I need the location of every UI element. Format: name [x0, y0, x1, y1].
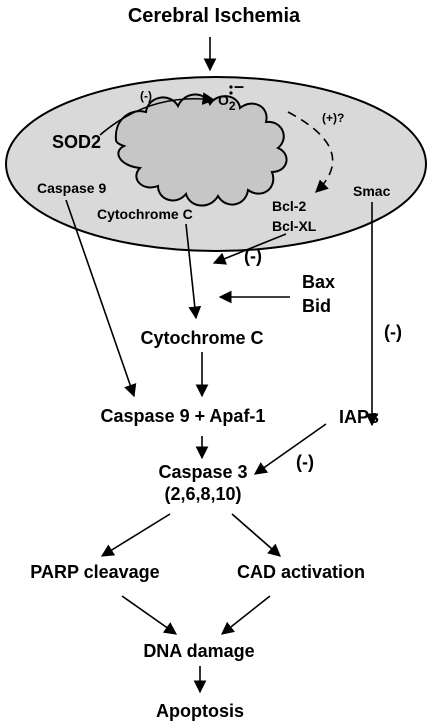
iaps-to-caspase3-arrow	[253, 423, 327, 475]
caspase3-to-cad-arrow	[231, 513, 281, 557]
sod2-to-o2-arrow	[99, 92, 216, 136]
bax-label: Bax	[302, 272, 335, 292]
smac-label: Smac	[353, 183, 391, 199]
bid-label: Bid	[302, 296, 331, 316]
caspase9-apaf1-label: Caspase 9 + Apaf-1	[101, 406, 266, 426]
parp-to-dna-arrow	[121, 595, 178, 635]
superoxide-radical-dot	[229, 85, 233, 89]
cytochrome-c-mito-label: Cytochrome C	[97, 206, 193, 222]
smac-inhibit-label: (-)	[384, 322, 402, 342]
bcl-inhibit-label: (-)	[244, 246, 262, 266]
caspase9-mito-label: Caspase 9	[37, 180, 106, 196]
bcl2-label: Bcl-2	[272, 198, 306, 214]
caspase3-to-parp-arrow	[100, 513, 171, 557]
cad-activation-label: CAD activation	[237, 562, 365, 582]
superoxide-charge: –	[234, 76, 244, 96]
caspase3-label: Caspase 3	[158, 462, 247, 482]
cad-to-dna-arrow	[220, 595, 271, 635]
superoxide-subscript: 2	[229, 99, 236, 113]
caspase9-to-apaf1-arrow	[65, 199, 137, 398]
o2-promote-label: (+)?	[322, 111, 344, 125]
cytochrome-c-label: Cytochrome C	[140, 328, 263, 348]
bcl-inhibit-arrow	[212, 233, 287, 265]
apoptosis-label: Apoptosis	[156, 701, 244, 721]
cerebral-ischemia-label: Cerebral Ischemia	[128, 5, 301, 27]
parp-cleavage-label: PARP cleavage	[30, 562, 159, 582]
superoxide-label: O2	[218, 92, 236, 113]
sod2-label: SOD2	[52, 132, 101, 152]
bclxl-label: Bcl-XL	[272, 218, 317, 234]
iaps-label: IAPs	[339, 407, 379, 427]
caspase-family-label: (2,6,8,10)	[164, 484, 241, 504]
mito-cytc-to-cytc-arrow	[185, 223, 202, 320]
iaps-inhibit-label: (-)	[296, 452, 314, 472]
sod2-inhibit-label: (-)	[140, 89, 152, 103]
mitochondrion-cristae	[114, 93, 288, 207]
superoxide-base: O	[218, 92, 229, 108]
o2-to-bcl-dashed-arrow	[287, 111, 334, 193]
dna-damage-label: DNA damage	[143, 641, 254, 661]
superoxide-radical-dot-2	[229, 91, 233, 95]
